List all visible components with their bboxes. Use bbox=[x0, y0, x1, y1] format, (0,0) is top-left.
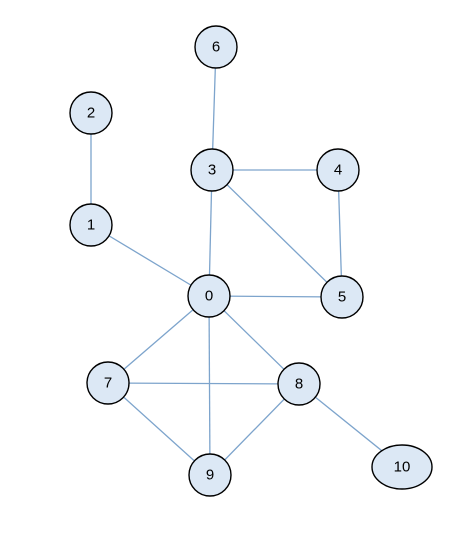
node-label: 7 bbox=[104, 375, 112, 392]
node-2: 2 bbox=[69, 91, 113, 135]
node-circle bbox=[190, 148, 234, 192]
node-circle bbox=[320, 275, 364, 319]
node-circle bbox=[69, 203, 113, 247]
node-label: 1 bbox=[87, 217, 95, 234]
node-circle bbox=[371, 444, 433, 490]
node-4: 4 bbox=[316, 148, 360, 192]
node-label: 9 bbox=[206, 467, 214, 484]
node-6: 6 bbox=[194, 25, 238, 69]
nodes-layer: 0 1 2 3 4 5 6 7 8 9 10 bbox=[69, 25, 433, 497]
node-7: 7 bbox=[86, 361, 130, 405]
node-10: 10 bbox=[371, 444, 433, 490]
node-label: 8 bbox=[295, 376, 303, 393]
node-label: 6 bbox=[212, 39, 220, 56]
edge-0-5 bbox=[208, 295, 343, 298]
node-label: 10 bbox=[394, 459, 411, 476]
edge-1-0 bbox=[90, 224, 210, 297]
edge-7-9 bbox=[107, 382, 211, 476]
node-8: 8 bbox=[277, 362, 321, 406]
node-label: 2 bbox=[87, 105, 95, 122]
node-circle bbox=[86, 361, 130, 405]
node-label: 4 bbox=[334, 162, 342, 179]
node-circle bbox=[277, 362, 321, 406]
node-circle bbox=[187, 274, 231, 318]
node-circle bbox=[69, 91, 113, 135]
node-label: 3 bbox=[208, 162, 216, 179]
node-circle bbox=[194, 25, 238, 69]
node-circle bbox=[316, 148, 360, 192]
node-9: 9 bbox=[188, 453, 232, 497]
node-label: 5 bbox=[338, 289, 346, 306]
node-circle bbox=[188, 453, 232, 497]
node-5: 5 bbox=[320, 275, 364, 319]
edge-7-8 bbox=[107, 382, 300, 385]
node-3: 3 bbox=[190, 148, 234, 192]
edge-0-9 bbox=[208, 295, 211, 476]
edges-layer bbox=[90, 46, 403, 476]
edge-3-5 bbox=[211, 169, 343, 298]
node-label: 0 bbox=[205, 288, 213, 305]
node-1: 1 bbox=[69, 203, 113, 247]
edge-0-7 bbox=[107, 295, 210, 384]
node-0: 0 bbox=[187, 274, 231, 318]
